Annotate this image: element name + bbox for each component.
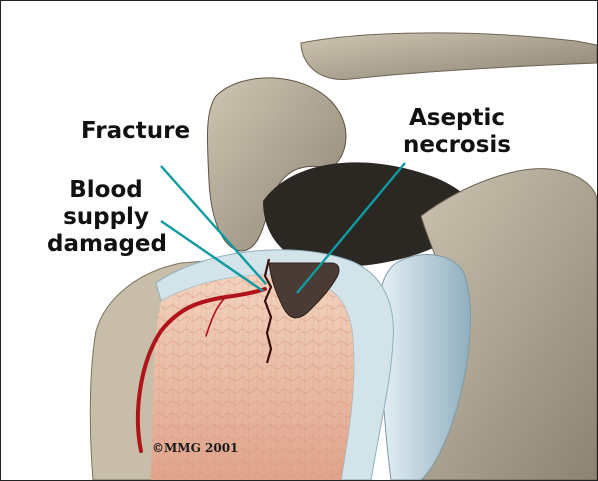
blood-supply-line-2: supply [47, 204, 165, 231]
blood-supply-line-1: Blood [47, 177, 165, 204]
copyright-notice: ©MMG 2001 [152, 441, 238, 455]
acromion-bone [301, 33, 597, 80]
aseptic-necrosis-label: Aseptic necrosis [397, 105, 517, 159]
blood-supply-line-3: damaged [47, 231, 165, 258]
fracture-label: Fracture [81, 118, 190, 145]
aseptic-necrosis-line-1: Aseptic [397, 105, 517, 132]
aseptic-necrosis-line-2: necrosis [397, 132, 517, 159]
blood-supply-label: Blood supply damaged [47, 177, 165, 258]
